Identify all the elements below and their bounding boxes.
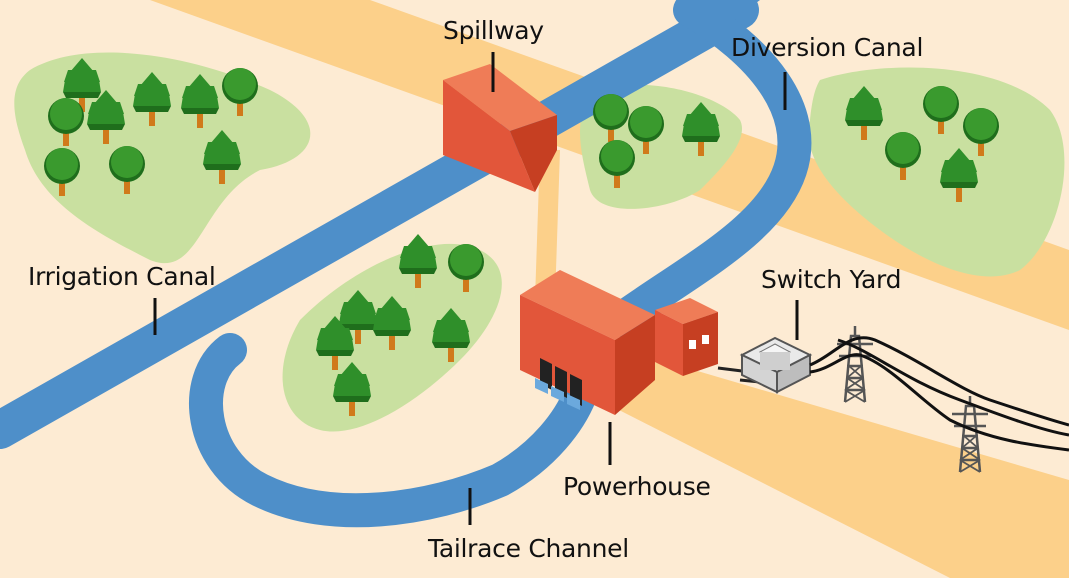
water-channels — [0, 0, 812, 528]
leader-lines — [153, 52, 799, 525]
turbine-outlets — [535, 358, 582, 410]
powerhouse-building — [520, 270, 718, 415]
label-powerhouse: Powerhouse — [563, 472, 711, 501]
canal-source — [680, 0, 760, 30]
main-canal — [0, 0, 759, 449]
switch-yard — [717, 336, 813, 394]
forest-patch-west — [14, 52, 311, 264]
label-spillway: Spillway — [443, 16, 544, 45]
diversion-canal — [603, 0, 812, 337]
spillway-chute — [535, 150, 560, 300]
power-lines — [809, 336, 1069, 452]
label-switch-yard: Switch Yard — [761, 265, 902, 294]
label-tailrace-channel: Tailrace Channel — [428, 534, 629, 563]
embankment-band-lower — [560, 360, 1069, 578]
tailrace-channel — [189, 333, 597, 528]
spillway-structure — [443, 64, 557, 192]
label-diversion-canal: Diversion Canal — [731, 33, 924, 62]
label-irrigation-canal: Irrigation Canal — [28, 262, 216, 291]
